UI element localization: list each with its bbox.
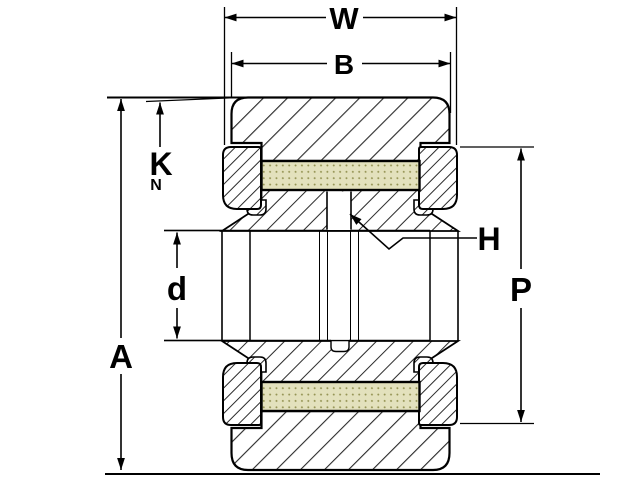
label-bore-diameter-d: d	[167, 270, 187, 307]
label-overall-width-W: W	[329, 1, 359, 36]
label-crown-drop-K: K	[149, 146, 172, 182]
label-backgrounds	[326, 2, 363, 78]
dimension-labels: W B K N d A H P	[109, 1, 532, 375]
needle-rollers	[260, 159, 421, 413]
bore-lines	[164, 229, 459, 342]
lube-hole	[319, 191, 359, 353]
end-plate-bottom-right	[418, 362, 458, 426]
crown-profile-line	[145, 97, 234, 103]
end-plate-top-right	[418, 146, 458, 210]
lube-groove-notch	[330, 339, 350, 353]
lube-groove-lines	[319, 231, 359, 340]
rollers-top	[260, 159, 421, 192]
label-lube-hole-H: H	[477, 221, 500, 257]
outer-ring-top	[230, 96, 451, 163]
label-ring-width-B: B	[334, 49, 354, 80]
end-plates	[222, 146, 458, 426]
leader-H	[349, 213, 477, 251]
label-outer-diameter-A: A	[109, 338, 133, 375]
rollers-bottom	[260, 380, 421, 413]
label-crown-drop-sub-N: N	[150, 177, 162, 194]
extension-lines	[164, 7, 534, 425]
outer-ring	[230, 96, 451, 472]
outer-ring-bottom	[230, 409, 451, 472]
label-endplate-diameter-P: P	[510, 271, 532, 308]
end-plate-bottom-left	[222, 362, 262, 426]
end-plate-top-left	[222, 146, 262, 210]
